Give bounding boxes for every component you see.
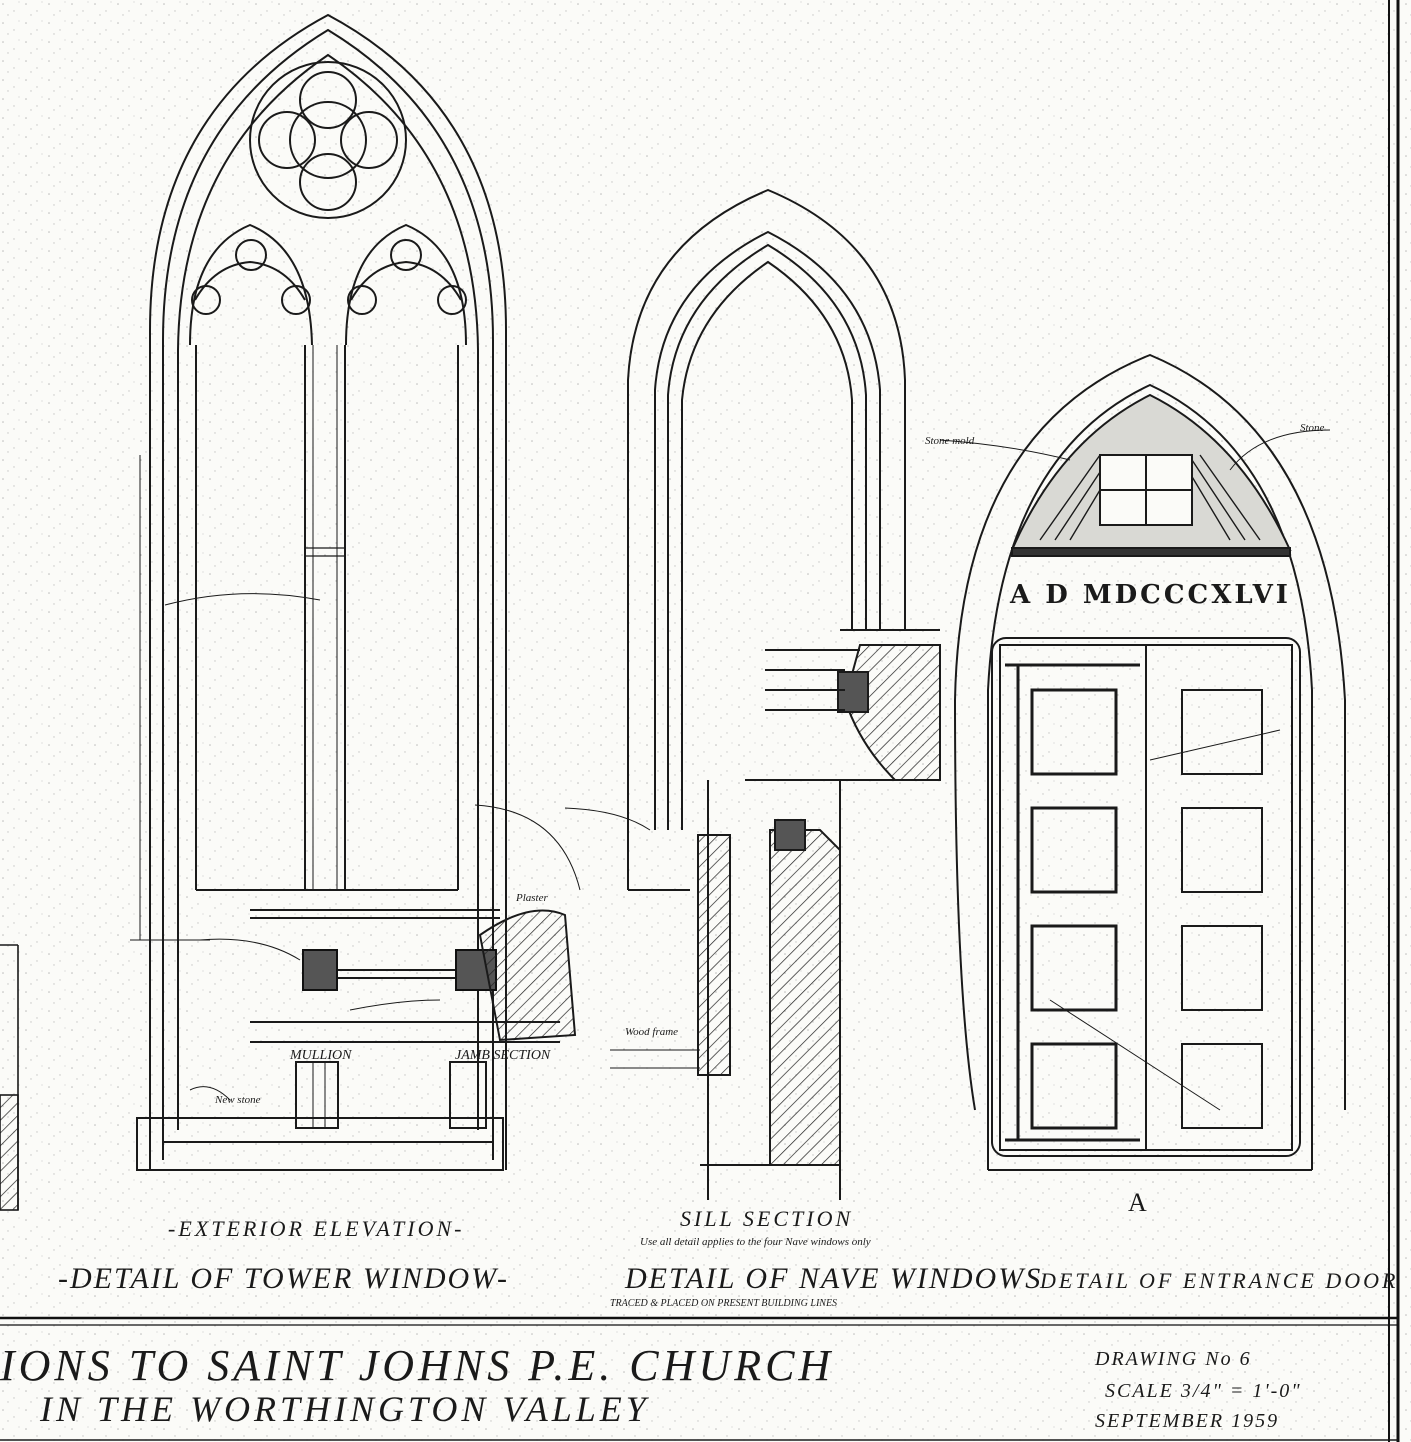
annotation-leaders bbox=[164, 429, 1331, 1101]
drawing-title-line1: IONS TO SAINT JOHNS P.E. CHURCH bbox=[0, 1341, 835, 1390]
left-fragment bbox=[0, 455, 210, 1211]
drawing-number: DRAWING No 6 bbox=[1095, 1348, 1252, 1370]
door-marker: A bbox=[1128, 1188, 1147, 1217]
label-wood-frame: Wood frame bbox=[625, 1026, 679, 1038]
caption-entrance-door: DETAIL OF ENTRANCE DOOR bbox=[1040, 1268, 1399, 1293]
caption-nave-windows: DETAIL OF NAVE WINDOWS bbox=[625, 1262, 1043, 1295]
label-new-stone: New stone bbox=[215, 1094, 261, 1106]
drawing-date: SEPTEMBER 1959 bbox=[1095, 1410, 1280, 1432]
label-jamb: JAMB SECTION bbox=[455, 1048, 551, 1063]
tracery-quatrefoil bbox=[249, 61, 407, 219]
label-stone: Stone bbox=[1300, 422, 1325, 434]
label-stone-mold: Stone mold bbox=[925, 435, 975, 447]
caption-tower-window: -DETAIL OF TOWER WINDOW- bbox=[58, 1262, 510, 1295]
drawing-scale: SCALE 3/4" = 1'-0" bbox=[1105, 1380, 1302, 1402]
scale-note: TRACED & PLACED ON PRESENT BUILDING LINE… bbox=[610, 1298, 838, 1309]
label-plaster: Plaster bbox=[516, 892, 548, 904]
drawing-title-line2: IN THE WORTHINGTON VALLEY bbox=[40, 1389, 650, 1429]
caption-exterior-elevation: -EXTERIOR ELEVATION- bbox=[168, 1216, 465, 1241]
caption-sill-section: SILL SECTION bbox=[680, 1206, 854, 1231]
label-mullion: MULLION bbox=[290, 1048, 352, 1063]
tower-window-elevation bbox=[136, 13, 577, 1171]
nave-window-elevation bbox=[610, 188, 941, 1200]
entrance-door-elevation bbox=[953, 353, 1346, 1171]
door-inscription: A D MDCCCXLVI bbox=[1010, 580, 1291, 610]
sill-section-note: Use all detail applies to the four Nave … bbox=[640, 1236, 871, 1248]
